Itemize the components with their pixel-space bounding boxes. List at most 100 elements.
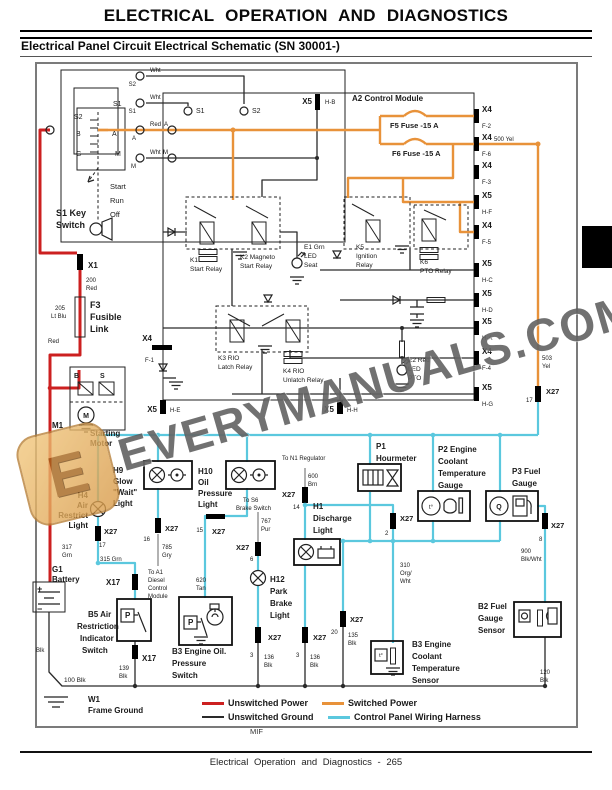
schematic-label: W1 <box>88 695 101 704</box>
schematic-label: Restriction <box>77 622 119 631</box>
schematic-label: P <box>125 611 131 620</box>
b3-engine-oil-pressure-switch <box>178 596 233 646</box>
schematic-label: Tan <box>196 586 206 592</box>
schematic-label: M <box>163 150 168 156</box>
schematic-label: X5 <box>302 97 312 106</box>
schematic-label: G <box>76 151 81 158</box>
schematic-label: 900 <box>521 549 532 555</box>
schematic-label: Start Relay <box>190 266 223 273</box>
schematic-label: A2 Control Module <box>352 94 424 103</box>
schematic-label: E1 Grn <box>304 244 325 251</box>
h9-glow-wait-light <box>143 460 193 490</box>
schematic-label: S1 Key <box>56 208 86 218</box>
schematic-label: X27 <box>313 633 326 642</box>
schematic-label: Pressure <box>172 659 207 668</box>
w1-frame-ground <box>43 696 69 708</box>
schematic-label: G1 <box>52 565 63 574</box>
schematic-label: To A1 <box>148 570 164 576</box>
schematic-label: 20 <box>331 630 338 636</box>
schematic-label: B3 Engine <box>412 640 452 649</box>
schematic-label: E2 Red <box>408 357 430 364</box>
schematic-label: K6 <box>420 259 428 266</box>
schematic-label: Oil <box>198 478 209 487</box>
schematic-label: Fusible <box>90 312 122 322</box>
schematic-label: Ignition <box>356 253 377 260</box>
schematic-label: S2 <box>129 82 137 88</box>
schematic-label: PTO <box>408 375 421 382</box>
schematic-label: H-C <box>482 278 493 284</box>
schematic-label: Brake Switch <box>236 506 271 512</box>
mif-caption: MIF <box>250 727 263 736</box>
schematic-label: 205 <box>55 306 66 312</box>
schematic-label: Red <box>150 122 161 128</box>
schematic-label: 3 <box>296 653 300 659</box>
schematic-label: Pur <box>261 527 270 533</box>
schematic-label: Start Relay <box>240 263 273 270</box>
schematic-label: LED <box>304 253 317 260</box>
junction-dots <box>47 127 548 689</box>
schematic-label: Park <box>270 587 288 596</box>
schematic-label: F-3 <box>482 180 492 186</box>
schematic-label: Pressure <box>198 489 233 498</box>
schematic-label: X17 <box>142 654 157 663</box>
schematic-label: X27 <box>546 387 559 396</box>
schematic-label: 317 <box>62 545 73 551</box>
schematic-label: To S6 <box>243 498 259 504</box>
schematic-label: X27 <box>212 527 225 536</box>
schematic-label: 14 <box>293 505 300 511</box>
schematic-label: Discharge <box>313 514 352 523</box>
schematic-label: H12 <box>270 575 285 584</box>
schematic-label: Off <box>110 210 121 219</box>
schematic-label: Gauge <box>512 479 537 488</box>
schematic-label: X5 <box>147 405 157 414</box>
schematic-label: 17 <box>99 543 106 549</box>
schematic-label: Coolant <box>412 652 442 661</box>
schematic-label: X27 <box>350 615 363 624</box>
schematic-label: 200 <box>86 278 97 284</box>
schematic-label: S1 <box>196 108 205 115</box>
schematic-label: Frame Ground <box>88 706 143 715</box>
schematic-label: K2 Magneto <box>240 254 275 261</box>
key-switch-assembly-box <box>60 69 346 243</box>
schematic-label: F-5 <box>482 240 492 246</box>
schematic-label: K5 <box>356 244 364 251</box>
schematic-label: 315 Grn <box>100 557 122 563</box>
schematic-label: t° <box>429 505 434 511</box>
schematic-label: X5 <box>482 383 492 392</box>
schematic-label: X27 <box>165 524 178 533</box>
schematic-label: H-E <box>170 408 180 414</box>
a2-control-module-box <box>162 92 475 401</box>
schematic-label: Light <box>198 500 218 509</box>
schematic-label: Gauge <box>478 614 503 623</box>
p3-fuel-gauge <box>485 490 539 522</box>
p1-hourmeter <box>357 463 402 492</box>
schematic-label: 100 Blk <box>64 677 86 684</box>
schematic-label: 3 <box>250 653 254 659</box>
schematic-label: X1 <box>88 261 98 270</box>
schematic-label: 139 <box>119 666 130 672</box>
schematic-label: 136 <box>310 655 321 661</box>
schematic-label: Blk <box>36 648 45 654</box>
schematic-label: Temperature <box>438 469 486 478</box>
schematic-label: Run <box>110 196 124 205</box>
schematic-label: "Wait" <box>113 488 137 497</box>
g1-battery <box>32 581 66 613</box>
schematic-label: X27 <box>282 490 295 499</box>
schematic-label: To N1 Regulator <box>282 456 325 462</box>
schematic-label: Light <box>270 611 290 620</box>
schematic-label: Blk/Wht <box>521 557 542 563</box>
schematic-label: 136 <box>264 655 275 661</box>
keyswitch-terminals <box>45 71 249 163</box>
schematic-label: Switch <box>82 646 108 655</box>
schematic-label: Grn <box>62 553 72 559</box>
schematic-label: B <box>74 373 79 380</box>
schematic-label: S2 <box>74 114 83 121</box>
schematic-label: X4 <box>482 161 492 170</box>
schematic-label: 120 <box>540 670 551 676</box>
f3-fusible-link <box>74 296 86 338</box>
schematic-label: Glow <box>113 477 133 486</box>
schematic-label: Blk <box>310 663 319 669</box>
schematic-label: S2 <box>252 108 261 115</box>
